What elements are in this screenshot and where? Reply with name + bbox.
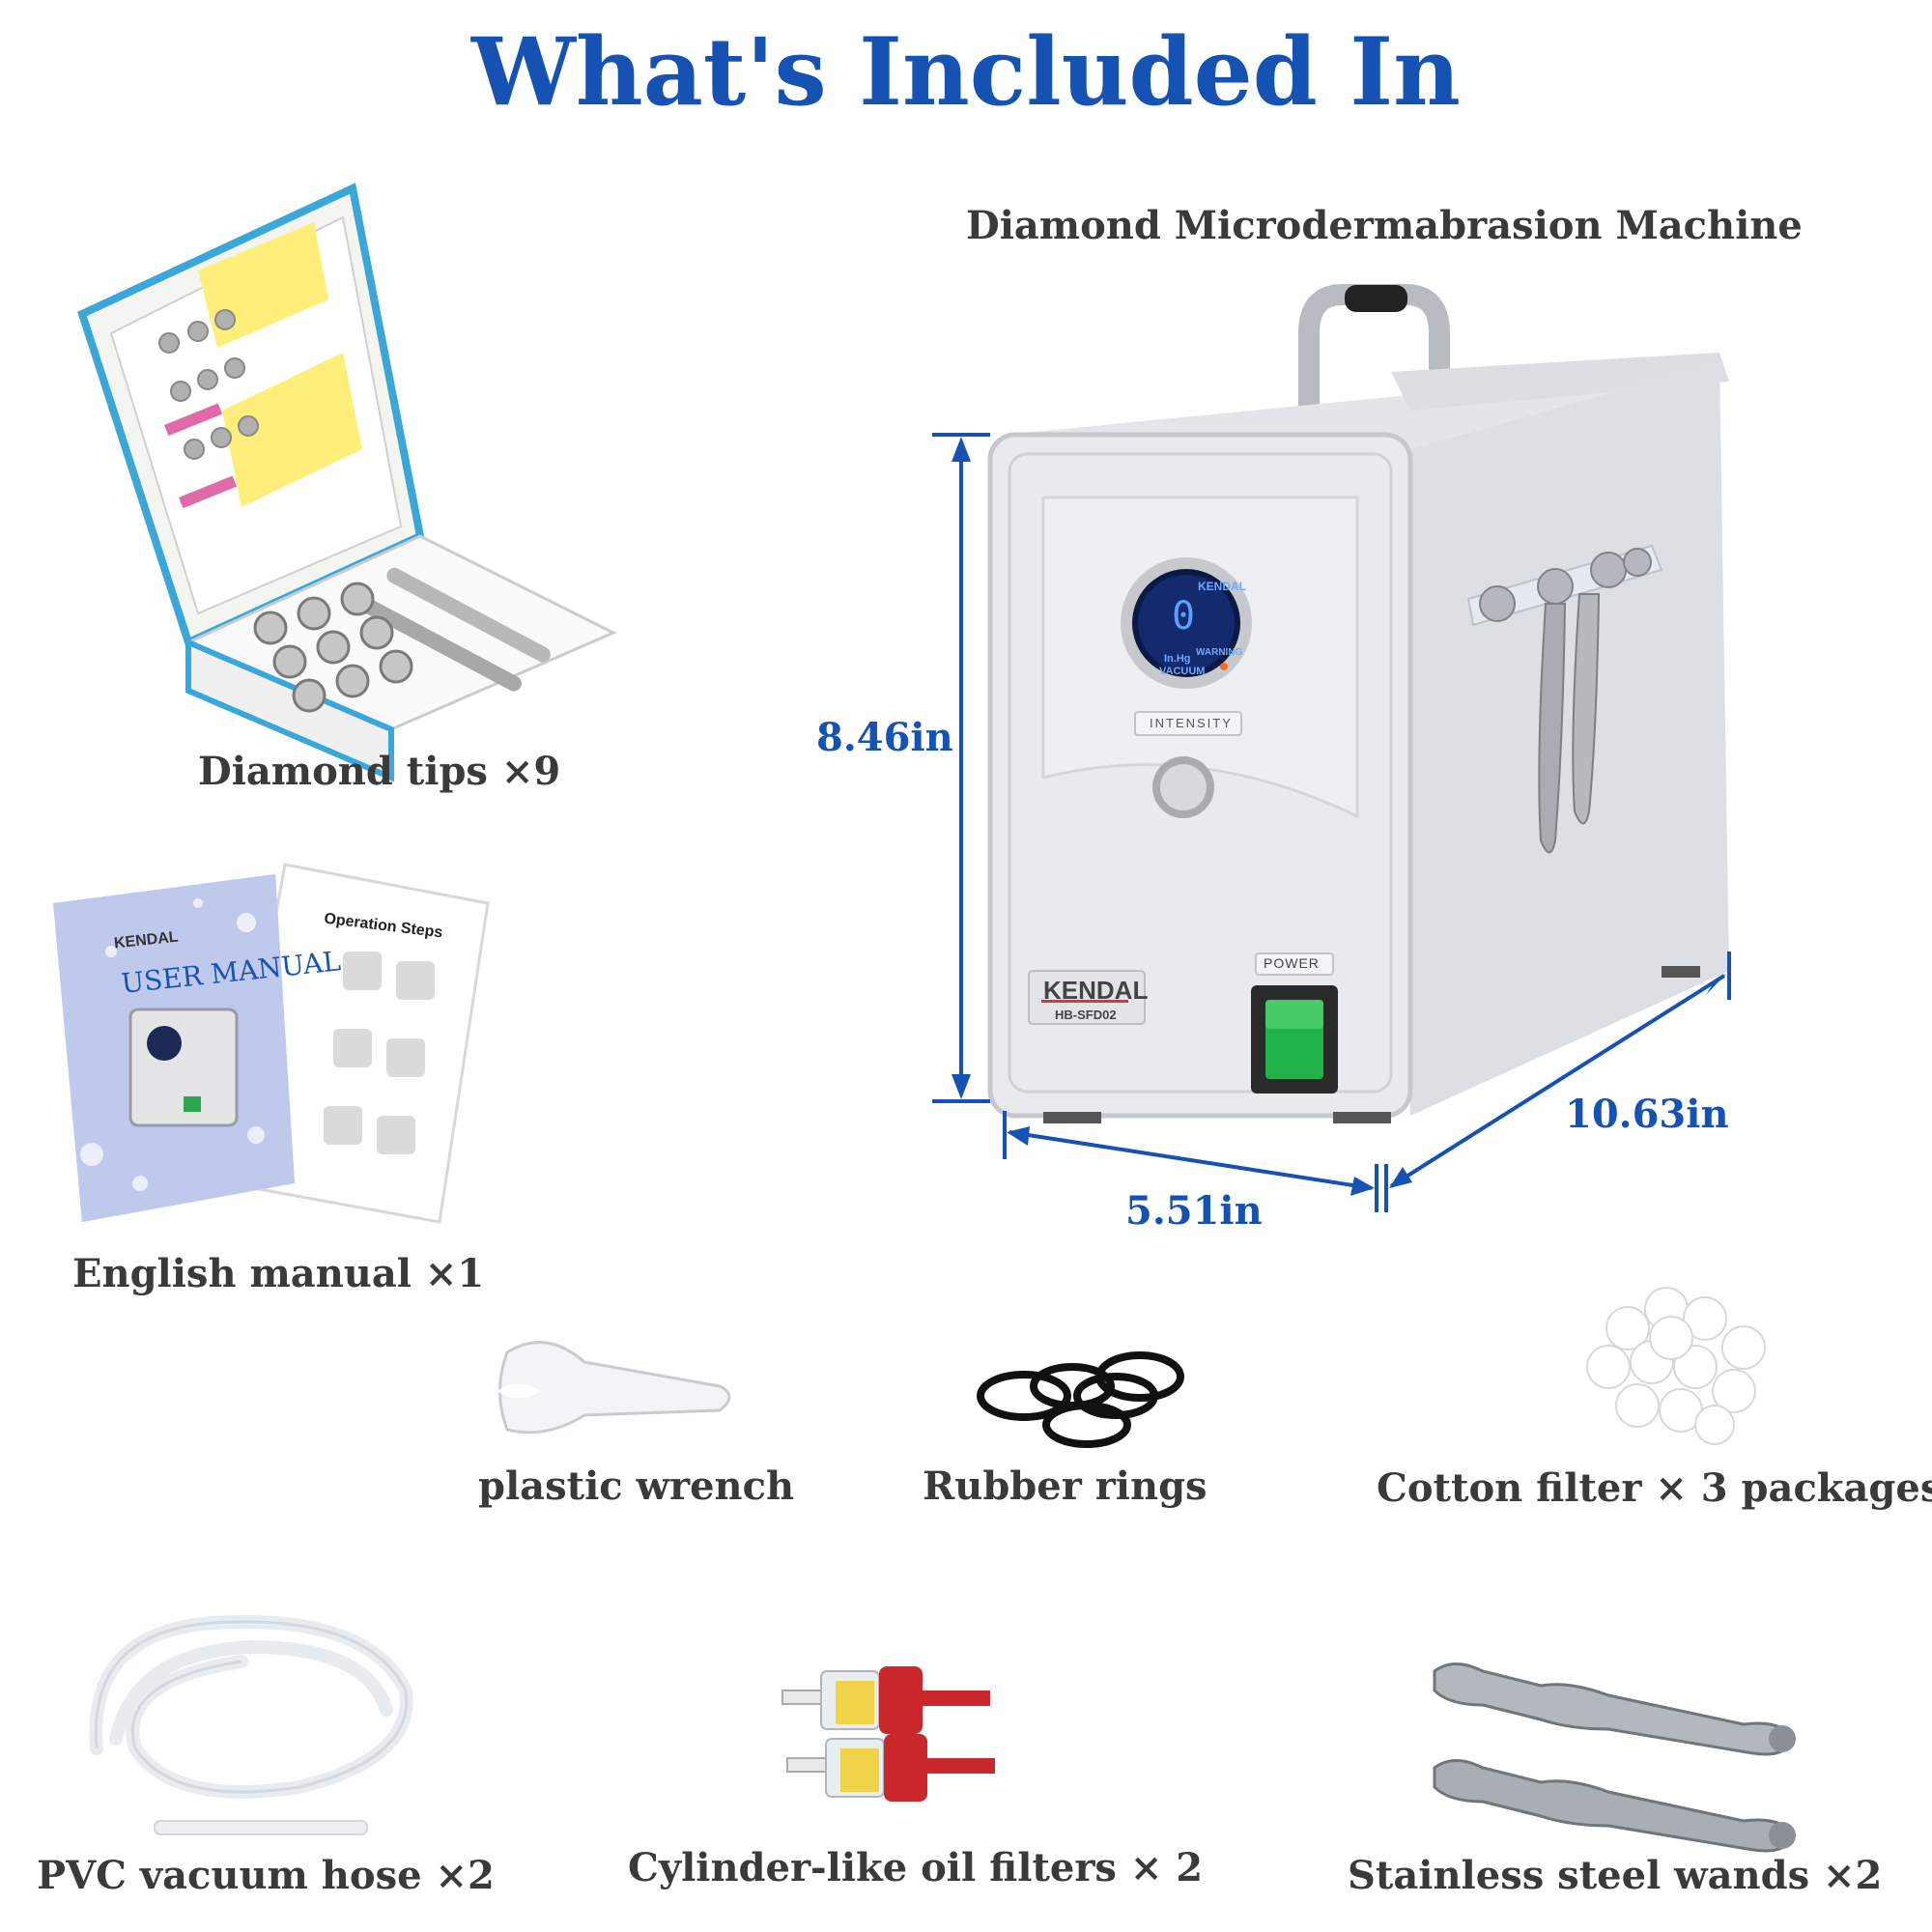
display-unit: In.Hg [1164,653,1191,665]
diamond-tips-label: Diamond tips ×9 [198,749,561,794]
power-label: POWER [1264,955,1320,971]
width-dimension: 5.51in [1125,1188,1263,1234]
rubber-rings-image [977,1351,1184,1448]
brand-plate-model: HB-SFD02 [1055,1008,1117,1022]
english-manual-label: English manual ×1 [72,1251,485,1296]
oil-filters-label: Cylinder-like oil filters × 2 [628,1845,1204,1890]
display-vacuum: VACUUM [1159,666,1206,677]
oil-filters-image [781,1666,995,1802]
cotton-filter-label: Cotton filter × 3 packages [1377,1465,1932,1511]
display-brand: KENDAL [1198,580,1246,593]
height-dimension: 8.46in [816,715,953,760]
machine-label: Diamond Microdermabrasion Machine [966,203,1803,248]
brand-plate-name: KENDAL [1043,976,1149,1005]
stainless-steel-wands-label: Stainless steel wands ×2 [1348,1853,1883,1898]
plastic-wrench-label: plastic wrench [478,1463,795,1509]
pvc-vacuum-hose-image [89,1614,413,1835]
depth-dimension: 10.63in [1565,1092,1729,1137]
warning-led [1220,663,1228,670]
english-manual-image [53,863,490,1224]
display-warning: WARNING [1196,647,1243,658]
diamond-tips-box-image [77,183,617,782]
stainless-steel-wands-image [1433,1662,1796,1853]
pvc-vacuum-hose-label: PVC vacuum hose ×2 [37,1853,495,1898]
rubber-rings-label: Rubber rings [923,1463,1208,1509]
intensity-label: INTENSITY [1150,716,1233,730]
plastic-wrench-image [497,1341,731,1435]
microdermabrasion-machine-image [987,284,1729,1123]
display-value: 0 [1172,594,1196,639]
page-title: What's Included In [471,17,1461,127]
cotton-filter-image [1586,1287,1766,1445]
